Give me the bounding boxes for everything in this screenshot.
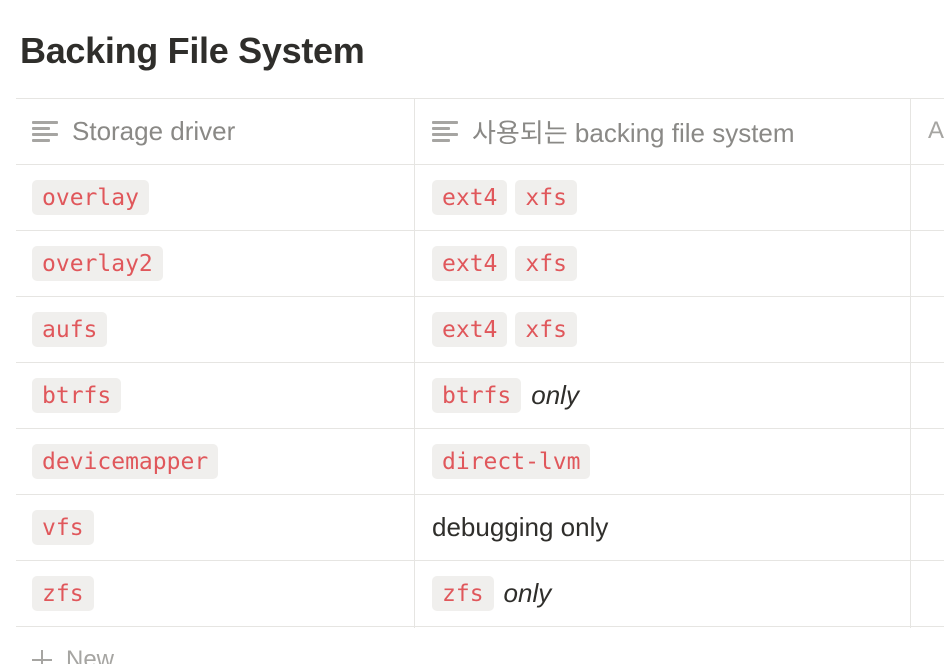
table-top-border <box>16 98 944 99</box>
cell-storage-driver[interactable]: overlay2 <box>32 230 412 296</box>
cell-third-column[interactable] <box>928 362 944 428</box>
new-row-label: New <box>66 646 115 664</box>
cell-third-column[interactable] <box>928 494 944 560</box>
row-divider <box>16 362 944 363</box>
row-divider <box>16 626 944 627</box>
cell-storage-driver[interactable]: devicemapper <box>32 428 412 494</box>
cell-storage-driver[interactable]: overlay <box>32 164 412 230</box>
inline-code: ext4 <box>432 245 508 281</box>
column-header-backing-fs[interactable]: 사용되는 backing file system <box>432 98 795 164</box>
plus-icon <box>32 650 52 664</box>
cell-third-column[interactable] <box>928 296 944 362</box>
column-header-label: Storage driver <box>72 115 236 146</box>
text-property-icon <box>432 120 458 142</box>
table-header-row: Storage driver 사용되는 backing file system … <box>16 98 944 164</box>
inline-code: xfs <box>515 179 577 215</box>
column-header-third[interactable]: A <box>928 98 944 164</box>
inline-code: zfs <box>432 575 494 611</box>
inline-code: devicemapper <box>32 443 219 479</box>
cell-third-column[interactable] <box>928 164 944 230</box>
cell-third-column[interactable] <box>928 230 944 296</box>
row-divider <box>16 560 944 561</box>
row-divider <box>16 428 944 429</box>
cell-backing-fs[interactable]: direct-lvm <box>432 428 912 494</box>
inline-code: btrfs <box>432 377 522 413</box>
column-divider <box>910 98 911 628</box>
page-title: Backing File System <box>20 30 365 71</box>
row-divider <box>16 494 944 495</box>
inline-code: aufs <box>32 311 108 347</box>
cell-storage-driver[interactable]: aufs <box>32 296 412 362</box>
row-divider <box>16 164 944 165</box>
inline-code: overlay2 <box>32 245 163 281</box>
table-row: btrfs btrfs only <box>16 362 944 428</box>
cell-third-column[interactable] <box>928 560 944 626</box>
cell-backing-fs[interactable]: btrfs only <box>432 362 912 428</box>
inline-code: xfs <box>515 311 577 347</box>
cell-third-column[interactable] <box>928 428 944 494</box>
column-header-storage-driver[interactable]: Storage driver <box>32 98 235 164</box>
column-header-label: 사용되는 backing file system <box>472 117 795 148</box>
inline-code: zfs <box>32 575 94 611</box>
row-divider <box>16 296 944 297</box>
inline-code: xfs <box>515 245 577 281</box>
inline-code: ext4 <box>432 311 508 347</box>
inline-code: direct-lvm <box>432 443 591 479</box>
column-divider <box>414 98 415 628</box>
inline-code: btrfs <box>32 377 122 413</box>
inline-code: overlay <box>32 179 149 215</box>
table-row: vfs debugging only <box>16 494 944 560</box>
table-row: devicemapper direct-lvm <box>16 428 944 494</box>
row-divider <box>16 230 944 231</box>
cell-text: debugging only <box>432 511 609 542</box>
text-type-icon: A <box>928 117 944 144</box>
inline-code: ext4 <box>432 179 508 215</box>
text-property-icon <box>32 120 58 142</box>
italic-note: only <box>531 379 579 410</box>
inline-code: vfs <box>32 509 94 545</box>
cell-storage-driver[interactable]: btrfs <box>32 362 412 428</box>
cell-storage-driver[interactable]: vfs <box>32 494 412 560</box>
italic-note: only <box>503 577 552 608</box>
cell-backing-fs[interactable]: debugging only <box>432 494 912 560</box>
add-new-row-button[interactable]: New <box>32 646 114 664</box>
cell-storage-driver[interactable]: zfs <box>32 560 412 626</box>
